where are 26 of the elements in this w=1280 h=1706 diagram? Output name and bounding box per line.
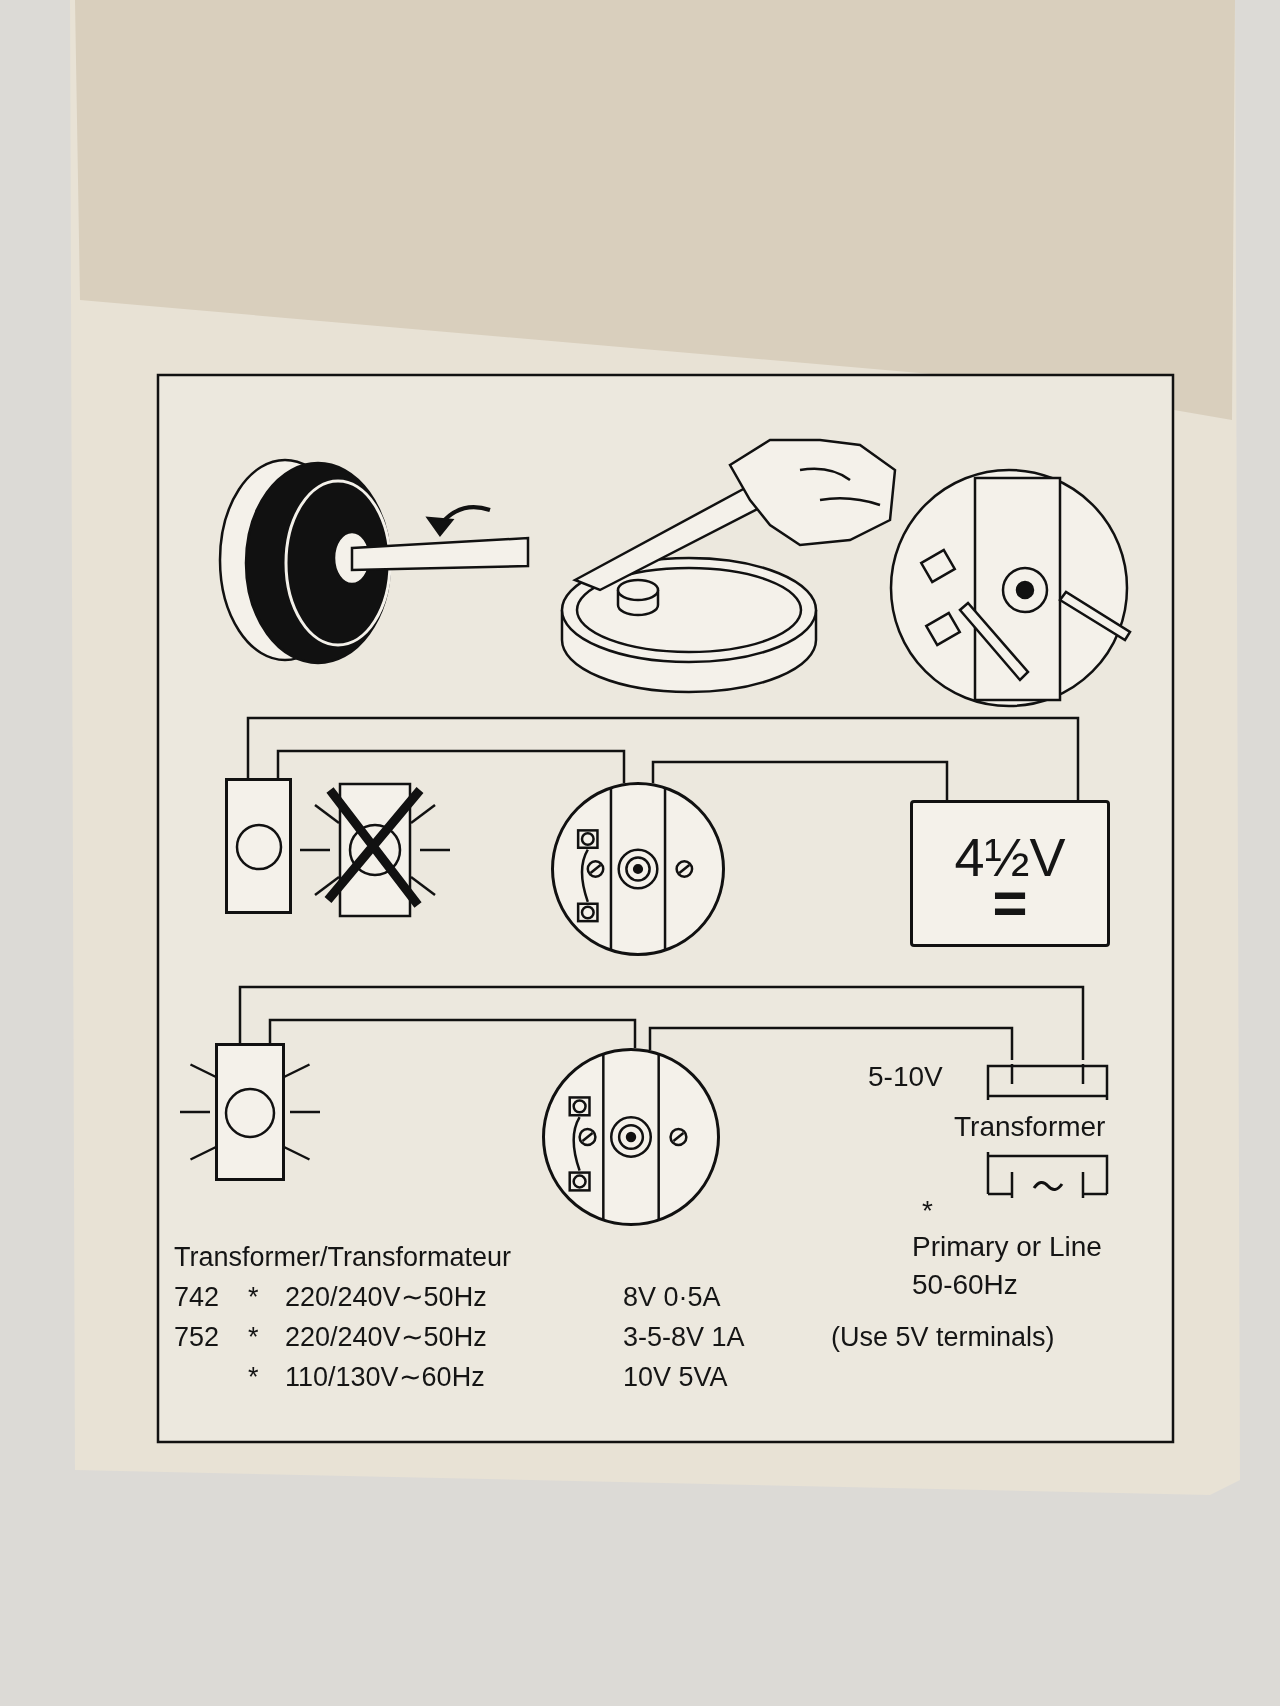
table-heading: Transformer/Transformateur [174, 1241, 512, 1274]
wire [238, 985, 1085, 1060]
bell-push-symbol [215, 1043, 285, 1181]
table-text: 220/240V∼50Hz [285, 1281, 487, 1314]
annotation-text: * [922, 1194, 933, 1228]
table-text: 752 [174, 1321, 220, 1354]
table-text: 742 [174, 1281, 220, 1314]
bell-push-symbol [225, 778, 292, 914]
annotation-text: 5-10V [868, 1060, 943, 1094]
wire [648, 1026, 1014, 1060]
table-text: * [248, 1361, 259, 1394]
battery-symbol [910, 800, 1110, 947]
component-label: Transformer [954, 1110, 1106, 1144]
table-text: 8V 0·5A [623, 1281, 721, 1314]
wire [651, 760, 949, 800]
table-text: (Use 5V terminals) [831, 1321, 1055, 1354]
wire [268, 1018, 637, 1049]
table-text: * [248, 1321, 259, 1354]
annotation-text: Primary or Line 50-60Hz [912, 1230, 1103, 1302]
table-text: 220/240V∼50Hz [285, 1321, 487, 1354]
table-text: 10V 5VA [623, 1361, 728, 1394]
wire [246, 716, 1080, 800]
table-text: * [248, 1281, 259, 1314]
table-text: 110/130V∼60Hz [285, 1361, 485, 1394]
wire [276, 749, 626, 784]
table-text: 3-5-8V 1A [623, 1321, 745, 1354]
